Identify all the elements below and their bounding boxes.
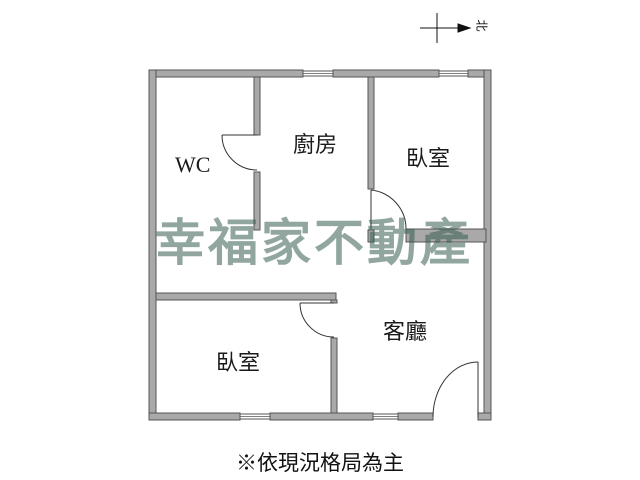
wall-kitchen-bedroom-lower xyxy=(367,229,375,243)
wall-bedroom-bottom xyxy=(405,228,487,243)
wall-bottom-end xyxy=(477,412,492,421)
wall-bottom-middle xyxy=(269,412,374,421)
wall-wc-kitchen-lower xyxy=(253,171,261,231)
north-label: 北 xyxy=(474,19,489,32)
layout-note: ※依現況格局為主 xyxy=(236,451,404,475)
room-label-kitchen: 廚房 xyxy=(293,132,338,157)
wall-kitchen-bedroom-upper xyxy=(367,76,375,190)
room-label-bedroom-bottom: 臥室 xyxy=(216,350,261,375)
wall-bottom-left xyxy=(148,412,241,421)
watermark: 幸福家不動產 xyxy=(155,214,473,272)
north-arrow-icon xyxy=(420,13,472,43)
room-label-living: 客廳 xyxy=(383,319,428,344)
wall-bottom-right xyxy=(397,412,434,421)
room-label-bedroom-top: 臥室 xyxy=(406,146,451,171)
wall-top-left xyxy=(148,69,304,78)
wall-wc-kitchen-upper xyxy=(253,76,261,136)
room-label-wc: WC xyxy=(175,152,211,177)
wall-bedroom2-top xyxy=(155,292,337,301)
wall-top-middle xyxy=(332,69,440,78)
wall-bedroom2-right-lower xyxy=(330,337,338,414)
